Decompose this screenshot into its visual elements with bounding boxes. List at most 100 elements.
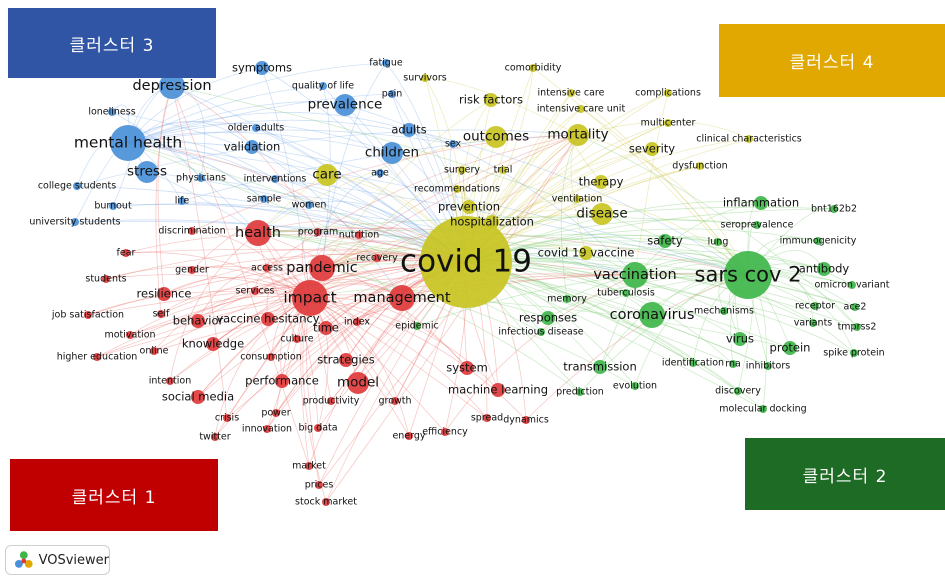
node-inflammation[interactable] [754,196,768,210]
node-identification[interactable] [689,359,697,367]
node-dysfunction[interactable] [696,162,704,170]
term-label-vaccine-hesitancy[interactable]: vaccine hesitancy [216,311,320,326]
term-label-spike-protein[interactable]: spike protein [823,347,885,359]
node-age[interactable] [376,169,384,177]
term-label-omicron-variant[interactable]: omicron variant [814,279,890,291]
term-label-clinical-characteristics[interactable]: clinical characteristics [696,133,802,145]
term-label-prices[interactable]: prices [304,479,334,491]
term-label-university-students[interactable]: university students [29,216,121,228]
node-energy[interactable] [405,432,413,440]
term-label-comorbidity[interactable]: comorbidity [504,62,562,74]
node-comorbidity[interactable] [529,64,537,72]
node-market[interactable] [305,462,313,470]
node-power[interactable] [272,409,280,417]
node-sars-cov-2[interactable] [724,251,772,299]
term-label-intensive-care-unit[interactable]: intensive care unit [536,103,626,115]
term-label-strategies[interactable]: strategies [317,352,375,367]
node-women[interactable] [305,201,313,209]
term-label-covid-19[interactable]: covid 19 [400,243,532,280]
node-motivation[interactable] [126,331,134,339]
node-infectious-disease[interactable] [537,328,545,336]
node-omicron-variant[interactable] [848,281,856,289]
term-label-system[interactable]: system [446,360,488,375]
term-label-twitter[interactable]: twitter [199,431,231,443]
node-intensive-care-unit[interactable] [577,105,585,113]
node-tuberculosis[interactable] [622,289,630,297]
term-label-depression[interactable]: depression [132,77,212,94]
term-label-transmission[interactable]: transmission [563,359,637,374]
node-spike-protein[interactable] [850,349,858,357]
node-mortality[interactable] [567,124,589,146]
node-twitter[interactable] [211,433,219,441]
term-label-validation[interactable]: validation [223,139,281,154]
node-stock-market[interactable] [322,498,330,506]
node-mechanisms[interactable] [720,307,728,315]
node-discovery[interactable] [734,387,742,395]
term-label-motivation[interactable]: motivation [104,329,156,341]
node-prediction[interactable] [576,388,584,396]
node-prevalence[interactable] [334,94,356,116]
node-university-students[interactable] [71,218,79,226]
node-children[interactable] [381,142,403,164]
node-fatigue[interactable] [382,59,390,67]
node-rna[interactable] [729,360,737,368]
node-clinical-characteristics[interactable] [745,135,753,143]
term-label-stress[interactable]: stress [127,163,167,180]
node-access[interactable] [263,264,271,272]
node-pandemic[interactable] [309,255,335,281]
term-label-online[interactable]: online [139,345,169,357]
term-label-mechanisms[interactable]: mechanisms [694,305,754,317]
term-label-multicenter[interactable]: multicenter [640,117,696,129]
node-resilience[interactable] [157,287,171,301]
node-consumption[interactable] [267,353,275,361]
node-crisis[interactable] [223,414,231,422]
term-label-stock-market[interactable]: stock market [295,496,357,508]
node-prevention[interactable] [462,200,476,214]
node-recovery[interactable] [373,254,381,262]
node-gender[interactable] [188,266,196,274]
node-depression[interactable] [159,73,185,99]
term-label-recovery[interactable]: recovery [356,252,398,264]
node-risk-factors[interactable] [484,93,498,107]
node-variants[interactable] [809,319,817,327]
node-pain[interactable] [388,90,396,98]
term-label-big-data[interactable]: big data [298,422,338,434]
term-label-evolution[interactable]: evolution [612,380,658,392]
node-social-media[interactable] [191,390,205,404]
node-physicians[interactable] [197,174,205,182]
term-label-growth[interactable]: growth [378,395,412,407]
node-services[interactable] [251,287,259,295]
term-label-dynamics[interactable]: dynamics [503,414,549,426]
term-label-pain[interactable]: pain [381,88,403,100]
node-covid-19-vaccine[interactable] [579,246,593,260]
term-label-molecular-docking[interactable]: molecular docking [719,403,807,415]
node-symptoms[interactable] [255,61,269,75]
node-surgery[interactable] [458,166,466,174]
term-label-women[interactable]: women [291,199,327,211]
term-label-inflammation[interactable]: inflammation [722,195,800,210]
node-older-adults[interactable] [252,124,260,132]
term-label-sample[interactable]: sample [246,193,282,205]
term-label-intensive-care[interactable]: intensive care [537,87,605,99]
term-label-health[interactable]: health [235,224,281,241]
term-label-therapy[interactable]: therapy [578,174,624,189]
node-covid-19[interactable] [420,216,512,308]
node-memory[interactable] [563,295,571,303]
node-management[interactable] [389,285,415,311]
term-label-college-students[interactable]: college students [37,180,117,192]
node-transmission[interactable] [593,360,607,374]
node-vaccination[interactable] [622,262,648,288]
term-label-immunogenicity[interactable]: immunogenicity [779,235,857,247]
term-label-behavior[interactable]: behavior [172,313,224,328]
term-label-bnt162b2[interactable]: bnt162b2 [811,203,857,215]
term-label-risk-factors[interactable]: risk factors [459,92,523,107]
term-label-productivity[interactable]: productivity [302,395,360,407]
term-label-virus[interactable]: virus [725,331,755,346]
term-label-responses[interactable]: responses [518,310,578,325]
term-label-crisis[interactable]: crisis [214,412,240,424]
node-ventilation[interactable] [573,195,581,203]
node-efficiency[interactable] [441,428,449,436]
node-life[interactable] [178,197,186,205]
node-behavior[interactable] [191,314,205,328]
term-label-interventions[interactable]: interventions [243,173,307,185]
